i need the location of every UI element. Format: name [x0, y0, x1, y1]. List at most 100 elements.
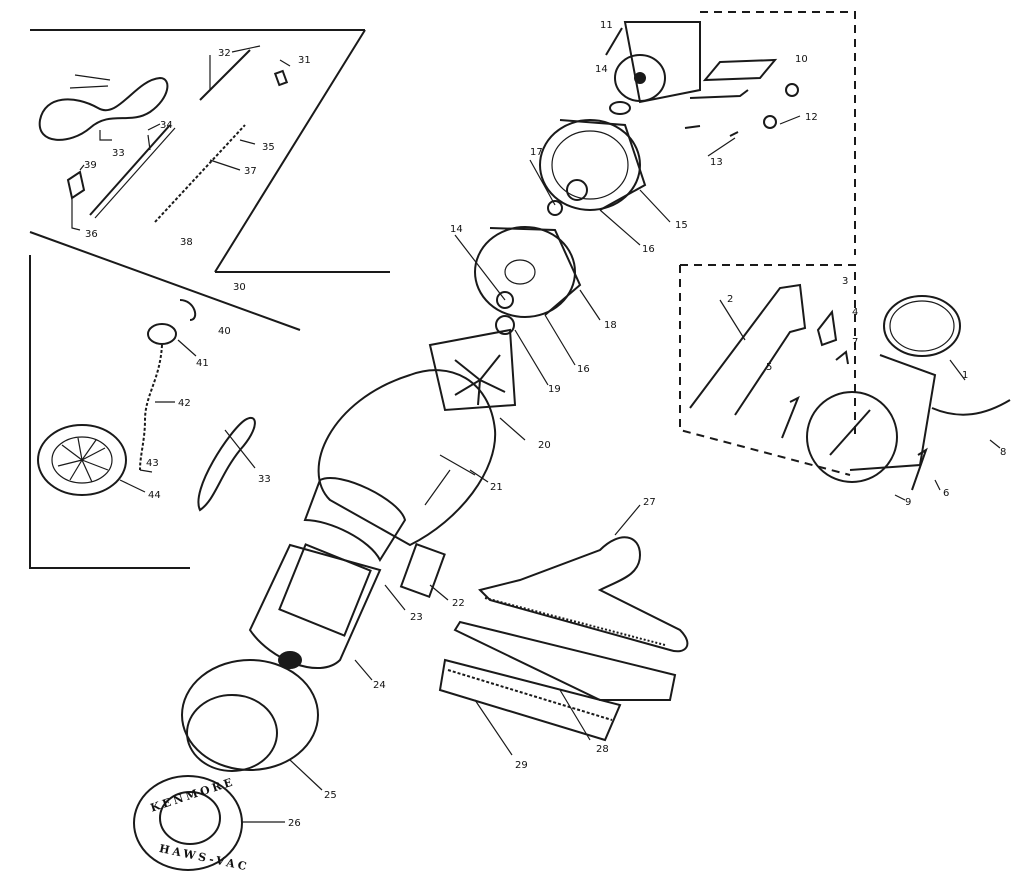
pin-7-part [835, 350, 849, 365]
label-part-27: 27 [643, 497, 656, 508]
kenmore-badge-part [133, 775, 243, 871]
motor-enclosure-outline [700, 11, 856, 255]
label-part-8: 8 [1000, 447, 1006, 458]
upholstery-tool-teeth [484, 597, 666, 646]
label-part-20: 20 [538, 440, 551, 451]
label-part-9: 9 [905, 497, 911, 508]
lid-cluster-leaders [894, 359, 1001, 501]
label-part-33-lower: 33 [258, 474, 271, 485]
label-part-3: 3 [842, 276, 848, 287]
label-part-34: 34 [160, 120, 173, 131]
lid-cluster [679, 264, 1011, 501]
lid-ring-inner [889, 300, 955, 352]
label-part-44: 44 [148, 490, 161, 501]
fan-housing-upper-rim [551, 130, 629, 200]
fan-housing-lower-hub [504, 259, 536, 285]
label-part-12: 12 [805, 112, 818, 123]
motor-shaft-part [634, 72, 646, 84]
label-part-14-upper: 14 [595, 64, 608, 75]
crevice-tool-part [199, 49, 251, 101]
screw-leaders [707, 115, 801, 157]
body-label-strip [424, 454, 476, 506]
lid-enclosure-outline [679, 264, 856, 476]
nozzle-square-part [278, 543, 372, 637]
hose-panel-border [29, 231, 301, 569]
screw-5-part [781, 395, 800, 439]
label-part-7: 7 [852, 337, 858, 348]
motor-face-part [614, 54, 666, 102]
label-part-17: 17 [530, 147, 543, 158]
label-part-40: 40 [218, 326, 231, 337]
screw-6-part [911, 447, 928, 491]
fan-housing-upper-side [559, 119, 647, 211]
main-body [133, 328, 526, 871]
nozzle-tray-part [453, 620, 677, 701]
label-part-30: 30 [233, 282, 246, 293]
label-part-14-lower: 14 [450, 224, 463, 235]
label-part-28: 28 [596, 744, 609, 755]
fan-housing-upper-part [539, 119, 641, 211]
filter-leader [119, 479, 146, 493]
cord-part [931, 399, 1011, 416]
label-part-19: 19 [548, 384, 561, 395]
crevice-tool-leaders [209, 45, 261, 90]
label-part-29: 29 [515, 760, 528, 771]
switch-leader [429, 584, 449, 601]
handle-leader [719, 299, 746, 341]
label-part-23: 23 [410, 612, 423, 623]
accessory-panel-border [30, 29, 366, 273]
filter-vanes [57, 437, 109, 483]
fan-hub-part [566, 179, 588, 201]
bearing-part [495, 315, 515, 335]
label-part-36: 36 [85, 229, 98, 240]
hose-leaders [139, 339, 197, 473]
label-part-38: 38 [180, 237, 193, 248]
clip-part [66, 170, 86, 200]
screw-12b-part [763, 115, 777, 129]
brush-head-part [447, 669, 613, 721]
belt-spare-part [197, 417, 256, 512]
label-part-25: 25 [324, 790, 337, 801]
stack-leaders [454, 159, 556, 301]
label-part-4: 4 [852, 307, 858, 318]
label-part-43: 43 [146, 458, 159, 469]
hose-part [139, 344, 163, 471]
label-part-5: 5 [766, 362, 772, 373]
front-cup-inner-part [186, 694, 278, 772]
switch-link-part [816, 309, 838, 347]
label-part-24: 24 [373, 680, 386, 691]
clip-leaders [71, 164, 85, 231]
screw-12a-part [785, 83, 799, 97]
lower-housing-leaders [544, 289, 601, 366]
body-leader [469, 469, 489, 483]
upholstery-tool-part [478, 536, 689, 653]
label-part-26: 26 [288, 818, 301, 829]
motor-leader [605, 27, 623, 56]
label-part-6: 6 [943, 488, 949, 499]
screw-13-parts [684, 125, 739, 137]
handle-part [689, 283, 807, 416]
lower-washer-part [496, 291, 514, 309]
label-part-16-upper: 16 [642, 244, 655, 255]
brush-strip-part [154, 124, 246, 223]
nozzle-housing-part [248, 543, 382, 670]
small-cap-leader [279, 59, 291, 67]
brush-strip-leaders [209, 139, 256, 171]
small-cap-part [273, 69, 289, 87]
label-part-13: 13 [710, 157, 723, 168]
label-part-37: 37 [244, 166, 257, 177]
label-part-15: 15 [675, 220, 688, 231]
washer-part [609, 101, 631, 115]
switch-part [399, 542, 446, 599]
label-part-41: 41 [196, 358, 209, 369]
wand-part-edge [94, 127, 176, 219]
impeller-bracket-part [428, 328, 517, 412]
upholstery-leader [614, 504, 641, 536]
label-part-35: 35 [262, 142, 275, 153]
impeller-part [454, 354, 506, 406]
belt-part [38, 76, 169, 141]
motor-stack [454, 21, 801, 386]
lid-cover-slot [829, 409, 871, 456]
